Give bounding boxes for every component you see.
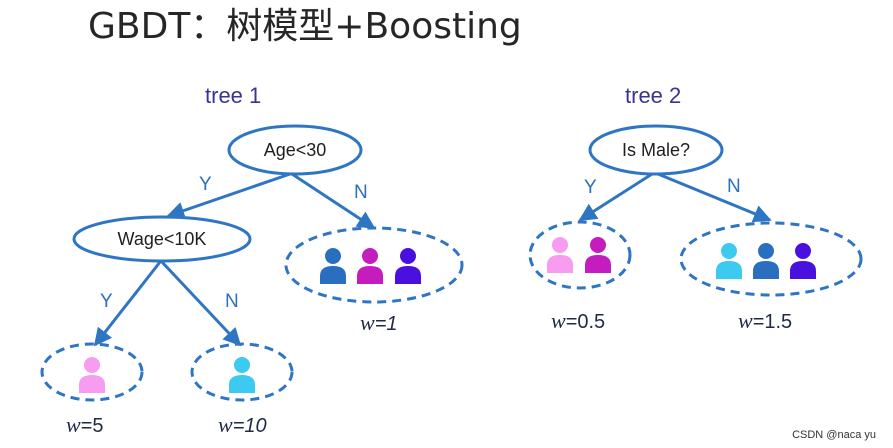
- tree1-leaf-left-weight: w=5: [66, 412, 104, 437]
- tree1-inner-label: Wage<10K: [118, 229, 207, 249]
- tree1-edge-inner-yes: [93, 261, 162, 347]
- tree2-leaf-left-people: [547, 237, 611, 273]
- person-icon: [753, 243, 779, 279]
- tree2-leaf-left: [528, 220, 632, 290]
- tree1-leaf-left-people: [79, 357, 105, 393]
- tree2-edge-no: [657, 172, 772, 223]
- person-icon: [547, 237, 573, 273]
- tree2-leaf-right-weight: w=1.5: [738, 308, 792, 333]
- watermark: CSDN @naca yu: [792, 429, 876, 441]
- tree1-inner-node: Wage<10K: [72, 215, 252, 263]
- person-icon: [357, 248, 383, 284]
- tree1-root-label: Age<30: [264, 140, 327, 160]
- page-title: GBDT：树模型+Boosting: [88, 6, 522, 47]
- tree1-leaf-mid-people: [229, 357, 255, 393]
- tree1-leaf-left: [40, 342, 144, 402]
- tree1-leaf-right-weight: w=1: [360, 310, 398, 335]
- tree2-root-label: Is Male?: [622, 140, 690, 160]
- tree1-root-node: Age<30: [227, 124, 363, 176]
- tree1-edge-inner-no: [160, 260, 242, 347]
- tree1-inner-edge-label-no: N: [225, 291, 239, 312]
- person-icon: [790, 243, 816, 279]
- tree2-root-node: Is Male?: [588, 124, 724, 176]
- tree1-label: tree 1: [205, 83, 261, 108]
- tree1-leaf-mid-weight: w=10: [218, 412, 267, 437]
- tree2-leaf-right-people: [716, 243, 816, 279]
- person-icon: [395, 248, 421, 284]
- tree2-leaf-left-weight: w=0.5: [551, 308, 605, 333]
- tree1-leaf-right: [284, 226, 464, 304]
- person-icon: [79, 357, 105, 393]
- tree1-edge-label-no: N: [354, 182, 368, 203]
- person-icon: [229, 357, 255, 393]
- tree1-inner-edge-label-yes: Y: [100, 291, 113, 312]
- person-icon: [716, 243, 742, 279]
- tree2-edge-label-no: N: [727, 176, 741, 197]
- tree1-edge-root-no: [291, 172, 376, 230]
- tree1-edge-root-yes: [166, 172, 291, 220]
- person-icon: [320, 248, 346, 284]
- tree2-edge-label-yes: Y: [584, 177, 597, 198]
- tree1-leaf-mid: [190, 342, 294, 402]
- tree1-leaf-right-people: [320, 248, 421, 284]
- tree2-label: tree 2: [625, 83, 681, 108]
- tree1-edge-label-yes: Y: [199, 174, 212, 195]
- tree2-edge-yes: [578, 172, 653, 222]
- tree2-leaf-right: [679, 221, 863, 297]
- person-icon: [585, 237, 611, 273]
